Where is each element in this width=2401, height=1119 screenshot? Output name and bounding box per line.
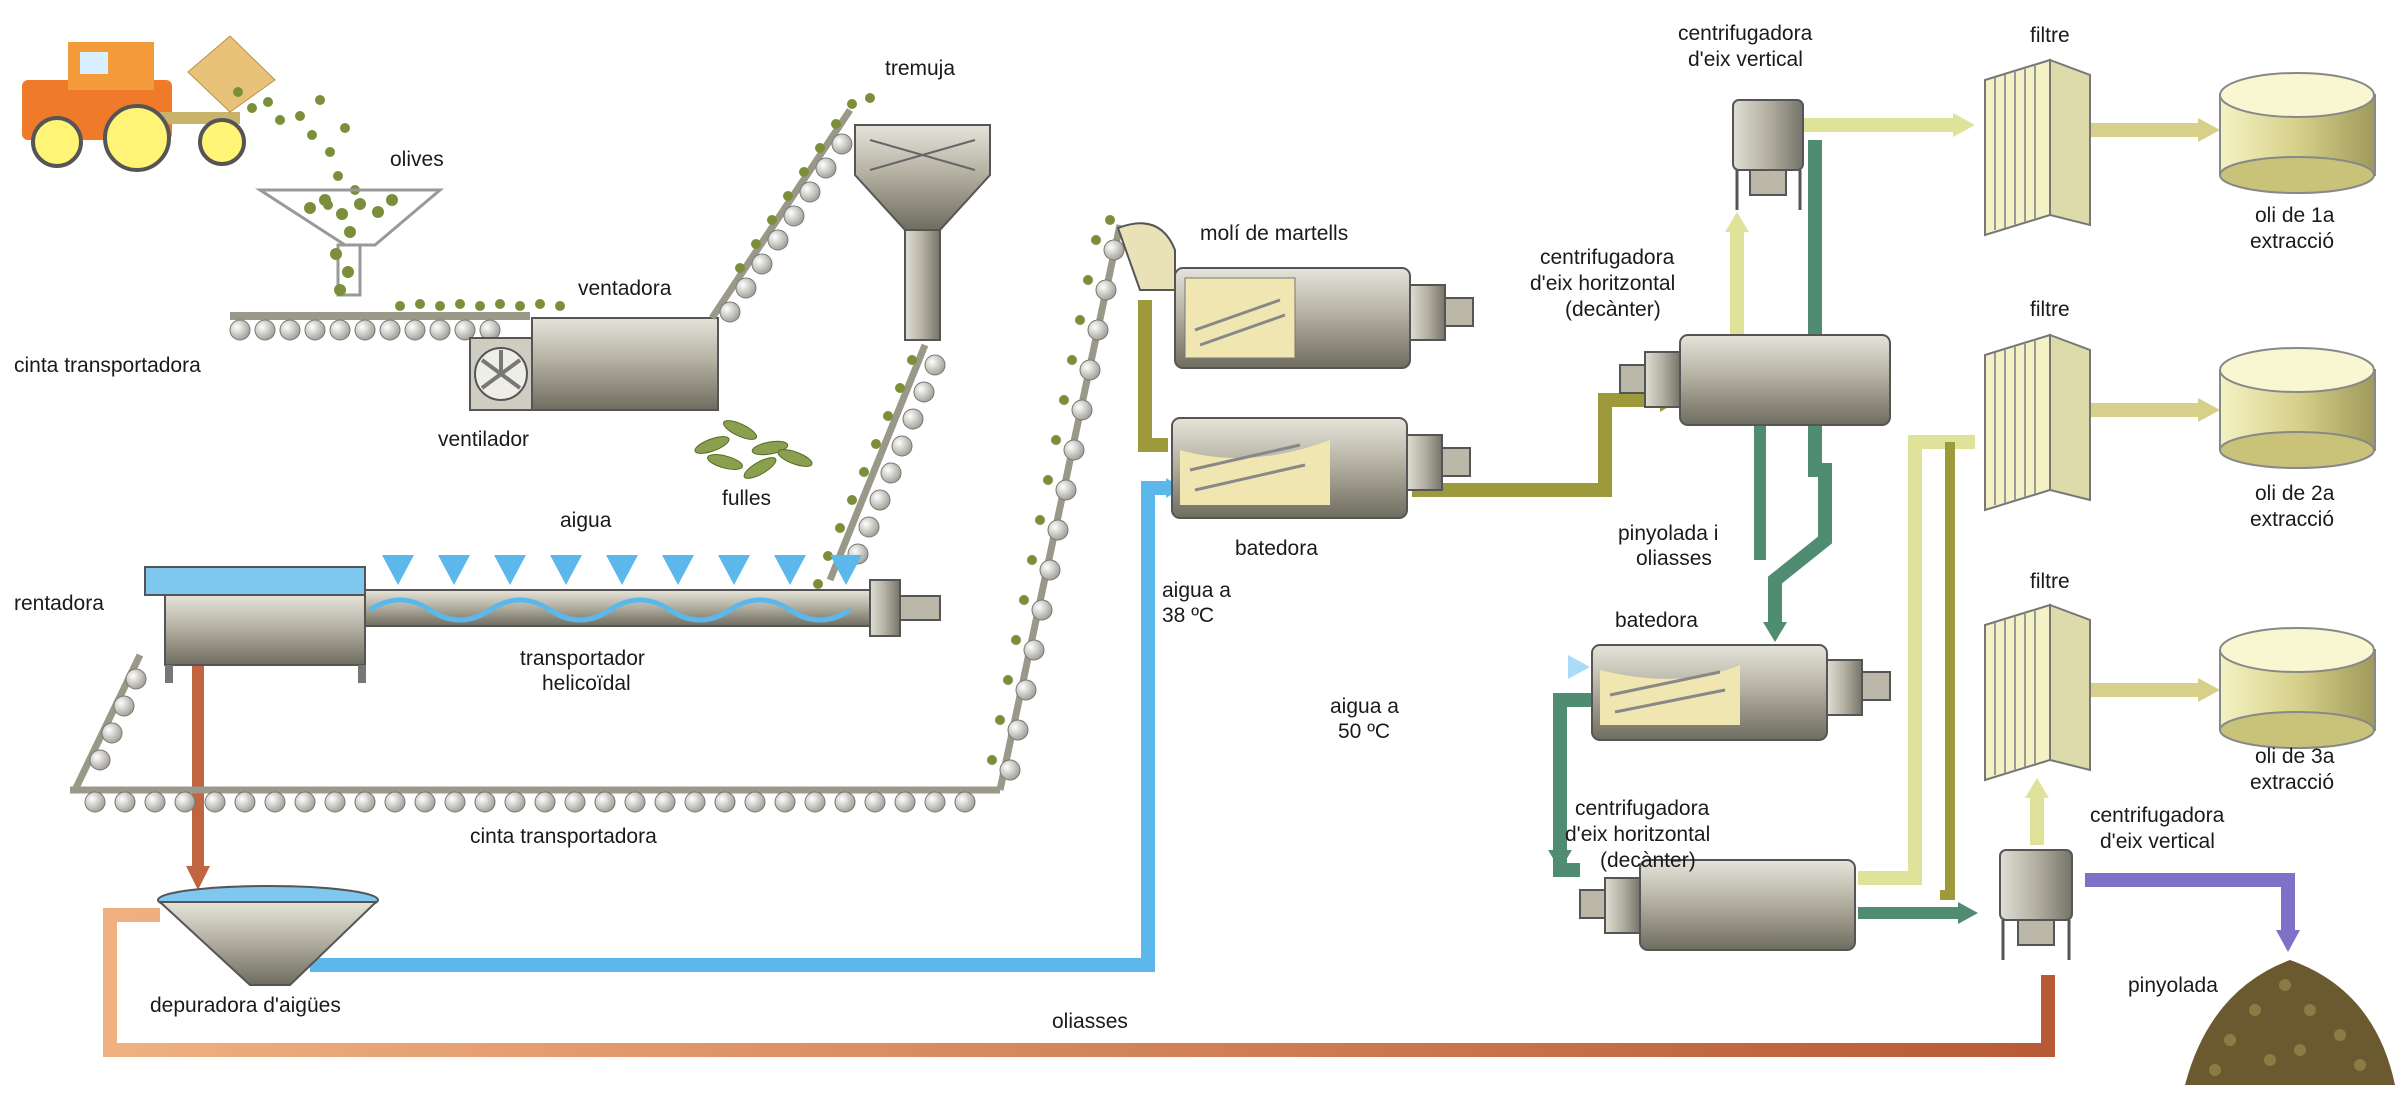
decanter-top xyxy=(1619,334,1891,426)
label-batedora-top: batedora xyxy=(1235,537,1318,560)
decanter-bottom xyxy=(1579,859,1856,951)
label-oli1-2: extracció xyxy=(2250,230,2334,253)
residue-arrow-3 xyxy=(1548,850,1572,870)
filter-3-icon xyxy=(1984,603,2091,782)
label-ch-top-1: centrifugadora xyxy=(1540,246,1675,269)
label-aigua38-1: aigua a xyxy=(1162,579,1231,602)
label-cv-bot-2: d'eix vertical xyxy=(2100,830,2215,853)
label-moli: molí de martells xyxy=(1200,222,1348,245)
label-oli3-1: oli de 3a xyxy=(2255,745,2335,768)
oil-pipe-filter2 xyxy=(1858,435,1975,885)
batedora-bottom xyxy=(1591,644,1891,741)
water-spray-arrows xyxy=(382,555,862,585)
leaves-pile xyxy=(694,420,813,479)
oil-arrow-filter3 xyxy=(2025,778,2049,798)
label-rentadora: rentadora xyxy=(14,592,104,615)
label-transportador-1: transportador xyxy=(520,647,645,670)
label-pinyolada: pinyolada xyxy=(2128,974,2218,997)
label-oli2-1: oli de 2a xyxy=(2255,482,2335,505)
label-ventilador: ventilador xyxy=(438,428,529,451)
olive-pile xyxy=(304,194,398,296)
hammer-mill xyxy=(1116,222,1474,369)
label-filtre-2: filtre xyxy=(2030,298,2070,321)
oil-arrow-up xyxy=(1725,212,1749,232)
paste-pipe-mill xyxy=(1138,300,1168,452)
label-ch-bot-3: (decànter) xyxy=(1600,849,1696,872)
label-aigua38-2: 38 ºC xyxy=(1162,604,1214,627)
label-cinta-bottom: cinta transportadora xyxy=(470,825,657,848)
funnel-icon xyxy=(254,188,445,297)
pit-arrow xyxy=(2276,930,2300,952)
filter1-arrow xyxy=(2198,118,2220,142)
label-batedora-bottom: batedora xyxy=(1615,609,1698,632)
conveyor-bottom xyxy=(70,653,1000,813)
pit-pipe xyxy=(2085,873,2295,935)
tank-3-icon xyxy=(2219,627,2376,749)
label-ch-bot-2: d'eix horitzontal xyxy=(1565,823,1710,846)
tank-2-icon xyxy=(2219,347,2376,469)
screw-conveyor xyxy=(364,579,941,637)
label-transportador-2: helicoïdal xyxy=(542,672,631,695)
ventadora-machine xyxy=(531,317,719,411)
hopper-icon xyxy=(854,124,991,341)
label-pinyolada-i-2: oliasses xyxy=(1636,547,1712,570)
water-pipe xyxy=(310,481,1170,972)
oil-arrow-filter1 xyxy=(1953,113,1975,137)
label-olives: olives xyxy=(390,148,444,171)
label-oli3-2: extracció xyxy=(2250,771,2334,794)
label-cv-top-1: centrifugadora xyxy=(1678,22,1813,45)
label-ch-top-2: d'eix horitzontal xyxy=(1530,272,1675,295)
filter-2-icon xyxy=(1984,333,2091,512)
tractor-icon xyxy=(22,35,276,172)
label-cv-bot-1: centrifugadora xyxy=(2090,804,2225,827)
label-fulles: fulles xyxy=(722,487,771,510)
label-cinta-top: cinta transportadora xyxy=(14,354,201,377)
residue-arrow-4 xyxy=(1958,902,1978,924)
paste-pipe-decanter xyxy=(1412,393,1665,497)
conveyor-to-mill xyxy=(987,215,1125,791)
label-ch-bot-1: centrifugadora xyxy=(1575,797,1710,820)
fan-icon xyxy=(469,337,533,411)
tank-icon xyxy=(2219,72,2376,194)
label-aigua50-2: 50 ºC xyxy=(1338,720,1390,743)
falling-olives xyxy=(233,87,360,210)
filter-icon xyxy=(1984,58,2091,237)
vertical-centrifuge-bottom xyxy=(1999,849,2073,960)
label-tremuja: tremuja xyxy=(885,57,955,80)
conveyor-descend xyxy=(813,343,946,589)
conveyor-top xyxy=(229,299,565,341)
oil-pipe-filter2b xyxy=(1940,442,1955,900)
label-filtre-3: filtre xyxy=(2030,570,2070,593)
label-oli2-2: extracció xyxy=(2250,508,2334,531)
drain-arrow xyxy=(186,866,210,890)
label-aigua50-1: aigua a xyxy=(1330,695,1399,718)
label-filtre-1: filtre xyxy=(2030,24,2070,47)
water-arrow-50c xyxy=(1568,655,1590,679)
rentadora-machine xyxy=(144,566,366,683)
label-oli1-1: oli de 1a xyxy=(2255,204,2335,227)
label-aigua: aigua xyxy=(560,509,612,532)
filter3-arrow xyxy=(2198,678,2220,702)
residue-arrow xyxy=(1763,622,1787,642)
label-ventadora: ventadora xyxy=(578,277,672,300)
filter2-arrow xyxy=(2198,398,2220,422)
batedora-top xyxy=(1171,417,1471,519)
label-depuradora: depuradora d'aigües xyxy=(150,994,341,1017)
label-cv-top-2: d'eix vertical xyxy=(1688,48,1803,71)
label-oliasses: oliasses xyxy=(1052,1010,1128,1033)
oliasses-pipe xyxy=(103,908,2055,1057)
label-pinyolada-i-1: pinyolada i xyxy=(1618,522,1718,545)
residue-pipe-3 xyxy=(1553,693,1600,877)
pit-pile-icon xyxy=(2185,960,2395,1085)
label-ch-top-3: (decànter) xyxy=(1565,298,1661,321)
depuradora-funnel xyxy=(157,885,379,986)
vertical-centrifuge-top xyxy=(1732,99,1804,210)
conveyor-incline xyxy=(709,93,875,323)
